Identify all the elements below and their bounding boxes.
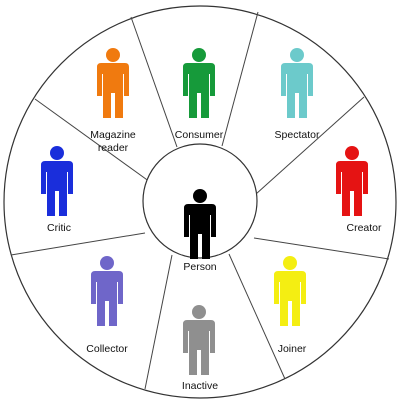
person-icon-head: [192, 48, 206, 62]
person-icon: [281, 48, 313, 118]
center-label: Person: [183, 261, 216, 273]
segment-label: Critic: [47, 222, 71, 234]
person-icon: [336, 146, 368, 216]
center-person: [184, 189, 216, 259]
person-icon-body: [274, 271, 306, 326]
person-icon-body: [184, 204, 216, 259]
person-icon-head: [106, 48, 120, 62]
person-icon-head: [345, 146, 359, 160]
person-icon: [97, 48, 129, 118]
segment-label: reader: [98, 142, 129, 154]
divider-line: [255, 96, 365, 195]
person-icon-head: [283, 256, 297, 270]
divider-line: [253, 237, 390, 260]
person-icon-body: [183, 63, 215, 118]
segment-label: Creator: [346, 222, 382, 234]
person-icon-head: [193, 189, 207, 203]
divider-line: [130, 16, 178, 148]
person-icon: [183, 305, 215, 375]
divider-line: [221, 11, 259, 147]
segment-label: Consumer: [175, 129, 224, 141]
person-icons: [41, 48, 368, 375]
divider-line: [228, 253, 286, 380]
segment-label: Spectator: [275, 129, 320, 141]
person-icon-body: [41, 161, 73, 216]
person-icon-head: [192, 305, 206, 319]
segment-label: Collector: [86, 343, 128, 355]
segment-label: Inactive: [182, 380, 218, 392]
segment-label: Magazine: [90, 129, 136, 141]
segment-dividers: [10, 11, 390, 390]
person-icon: [184, 189, 216, 259]
person-icon: [91, 256, 123, 326]
person-icon-body: [183, 320, 215, 375]
person-icon: [183, 48, 215, 118]
person-icon: [41, 146, 73, 216]
person-icon-body: [97, 63, 129, 118]
person-icon-body: [91, 271, 123, 326]
divider-line: [144, 254, 173, 390]
divider-line: [10, 232, 146, 256]
person-icon-body: [336, 161, 368, 216]
person-icon-head: [50, 146, 64, 160]
person-icon-body: [281, 63, 313, 118]
person-icon-head: [290, 48, 304, 62]
person-icon-head: [100, 256, 114, 270]
segment-label: Joiner: [278, 343, 307, 355]
divider-line: [34, 98, 158, 188]
person-icon: [274, 256, 306, 326]
